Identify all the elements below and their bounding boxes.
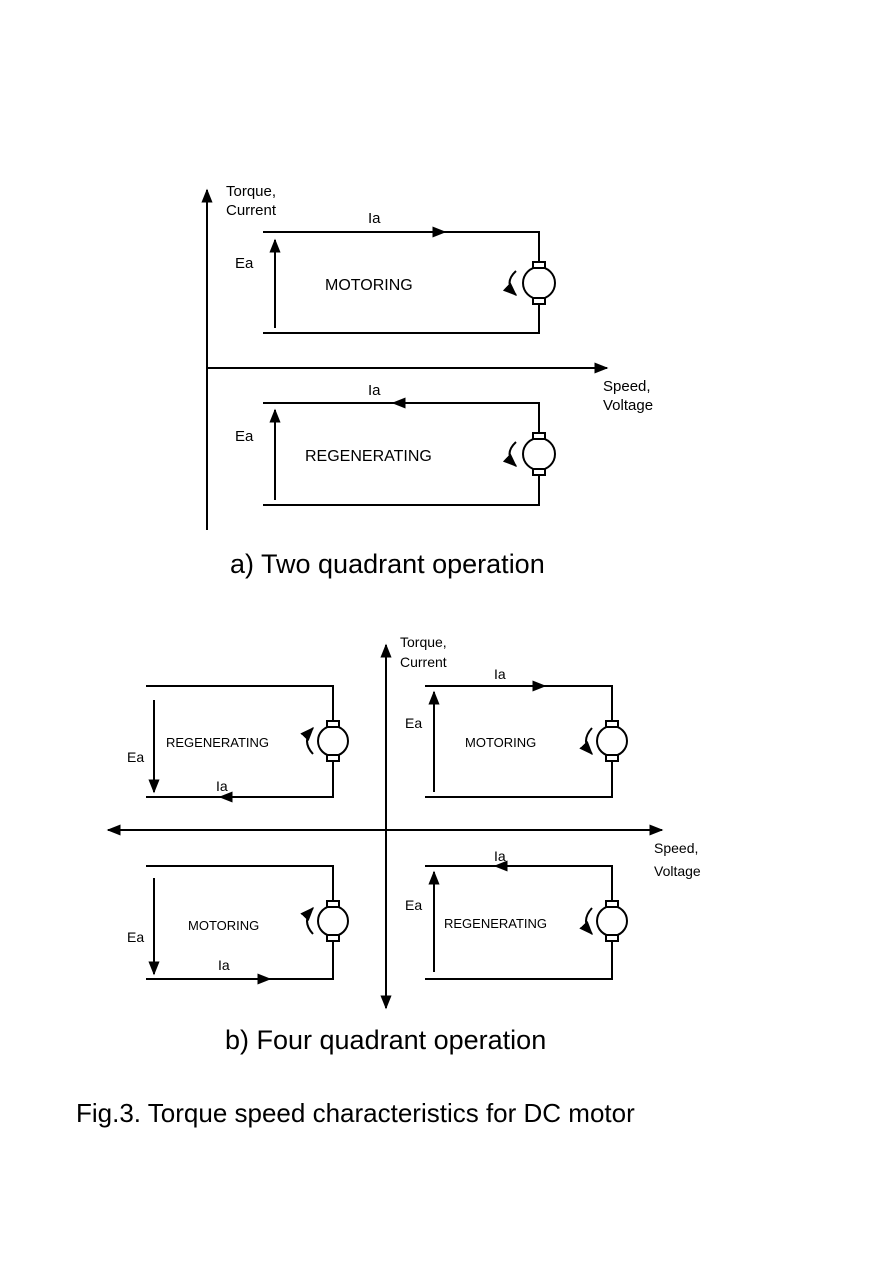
dc-motor-icon [502, 261, 556, 305]
four-q-y-axis-label-line1: Torque, [400, 634, 447, 650]
two-q-regenerating-circuit [263, 397, 556, 506]
four-q-x-axis-label-line1: Speed, [654, 840, 698, 856]
two-q-caption: a) Two quadrant operation [230, 549, 545, 579]
q1-emf-label: Ea [405, 715, 422, 731]
two-q-bottom-current-label: Ia [368, 382, 381, 399]
four-quadrant-diagram [106, 643, 664, 1010]
figure-caption: Fig.3. Torque speed characteristics for … [76, 1098, 635, 1128]
four-q-caption: b) Four quadrant operation [225, 1025, 546, 1055]
q4-mode-label: REGENERATING [444, 916, 547, 931]
four-q-x-axis-label-line2: Voltage [654, 863, 701, 879]
q3-mode-label: MOTORING [188, 918, 259, 933]
q4-current-label: Ia [494, 848, 506, 864]
four-q-y-axis-label-line2: Current [400, 654, 447, 670]
q2-mode-label: REGENERATING [166, 735, 269, 750]
two-q-x-axis-label-line2: Voltage [603, 397, 653, 414]
q3-motoring-circuit [146, 865, 349, 985]
q4-emf-label: Ea [405, 897, 422, 913]
q2-regenerating-circuit [146, 685, 349, 803]
dc-motor-icon [579, 900, 628, 942]
two-q-bottom-mode-label: REGENERATING [305, 448, 432, 465]
dc-motor-icon [502, 432, 556, 476]
dc-motor-icon [579, 720, 628, 762]
two-q-top-current-label: Ia [368, 210, 381, 227]
two-q-top-mode-label: MOTORING [325, 277, 413, 294]
q3-current-label: Ia [218, 957, 230, 973]
q2-current-label: Ia [216, 778, 228, 794]
q2-emf-label: Ea [127, 749, 144, 765]
two-q-x-axis-label-line1: Speed, [603, 378, 651, 395]
two-q-y-axis-label-line1: Torque, [226, 183, 276, 200]
two-quadrant-diagram [201, 188, 609, 530]
dc-motor-icon [300, 900, 349, 942]
two-q-y-axis-label-line2: Current [226, 202, 277, 219]
two-q-bottom-emf-label: Ea [235, 428, 254, 445]
q1-motoring-circuit [425, 680, 628, 798]
q1-mode-label: MOTORING [465, 735, 536, 750]
two-q-top-emf-label: Ea [235, 255, 254, 272]
two-q-motoring-circuit [263, 226, 556, 334]
q3-emf-label: Ea [127, 929, 144, 945]
q4-regenerating-circuit [425, 860, 628, 980]
dc-motor-icon [300, 720, 349, 762]
q1-current-label: Ia [494, 666, 506, 682]
